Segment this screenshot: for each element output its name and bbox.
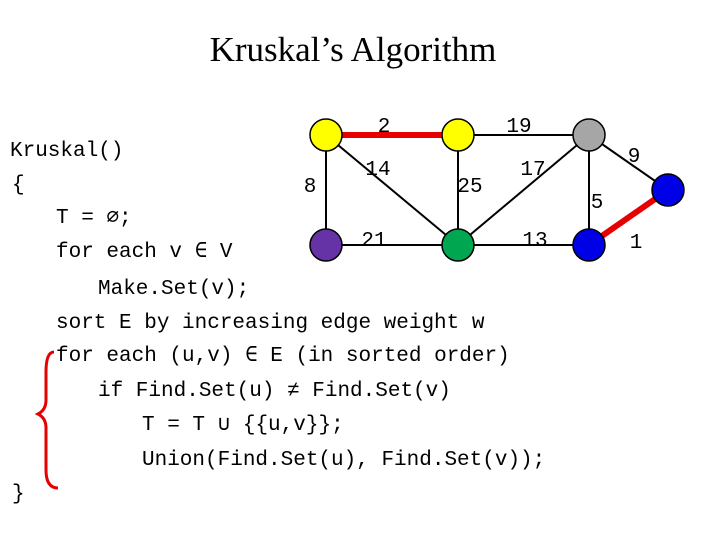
code-line-make-set: Make.Set(v); [98,278,250,301]
code-line-for-each-vertex: for each v ∈ V [56,241,233,264]
code-line-close-brace: } [12,483,25,506]
code-line-init-tree: T = ∅; [56,207,132,230]
edge-weight-label: 19 [506,116,531,139]
code-line-sort-edges: sort E by increasing edge weight w [56,312,485,335]
code-line-for-each-edge: for each (u,v) ∈ E (in sorted order) [56,345,510,368]
graph-node-blue [572,228,606,262]
edge-weight-label: 25 [457,176,482,199]
code-line-function: Kruskal() [10,140,124,163]
graph-node-yellow [441,118,475,152]
edge-a-f [325,134,459,246]
graph-node-green [441,228,475,262]
edge-weight-label: 14 [365,159,390,182]
edge-weight-label: 1 [630,232,643,255]
graph-node-purple [309,228,343,262]
weights-layer: 2 19 9 8 14 25 17 5 21 13 1 [304,116,643,255]
edge-weight-label: 2 [378,116,391,139]
graph-node-blue [651,173,685,207]
code-line-add-edge: T = T ∪ {{u,v}}; [142,414,344,437]
edge-weight-label: 9 [628,146,641,169]
edge-weight-label: 17 [520,159,545,182]
edge-weight-label: 13 [522,230,547,253]
edge-c-f [457,134,590,246]
code-line-open-brace: { [12,174,25,197]
edges-layer [325,132,670,248]
graph-node-yellow [309,118,343,152]
edge-weight-label: 21 [361,230,386,253]
code-line-if-find-set: if Find.Set(u) ≠ Find.Set(v) [98,380,451,403]
nodes-layer [309,118,685,262]
edge-weight-label: 5 [591,192,604,215]
loop-bracket [34,350,59,490]
edge-weight-label: 8 [304,176,317,199]
code-line-union: Union(Find.Set(u), Find.Set(v)); [142,449,546,472]
graph-node-gray [572,118,606,152]
slide-title: Kruskal’s Algorithm [209,30,497,69]
